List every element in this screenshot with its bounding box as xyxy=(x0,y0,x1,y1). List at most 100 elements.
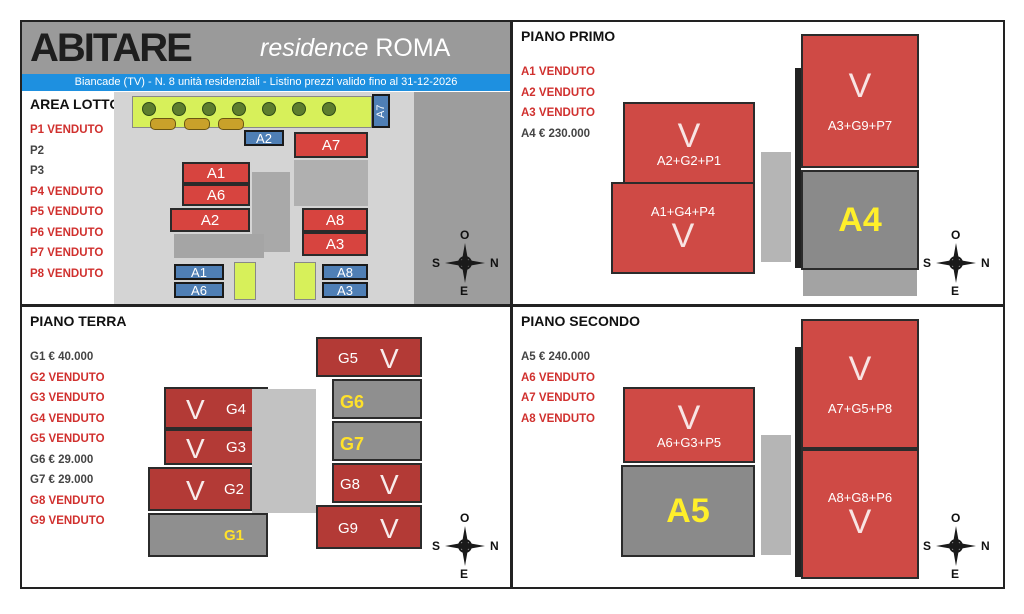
tree-icon xyxy=(202,102,216,116)
unit-a4: A4 xyxy=(801,170,919,270)
garage-label: G9 xyxy=(338,520,359,537)
sold-mark: V xyxy=(380,469,399,500)
tree-icon xyxy=(142,102,156,116)
tree-icon xyxy=(262,102,276,116)
piano-primo-list: A1 VENDUTO A2 VENDUTO A3 VENDUTO A4 € 230.0… xyxy=(521,62,595,144)
sold-mark: V xyxy=(380,343,399,374)
garage-status-item: G5 VENDUTO xyxy=(30,433,105,445)
lawn-patch xyxy=(234,262,256,300)
compass-n: N xyxy=(490,539,499,553)
abitare-logo: ABITARE xyxy=(30,26,193,70)
wall xyxy=(795,68,801,268)
garage-status-item: G3 VENDUTO xyxy=(30,392,105,404)
apartment-status-item: A6 VENDUTO xyxy=(521,371,595,384)
apartment-status-item: A2 VENDUTO xyxy=(521,86,595,99)
sold-mark: V xyxy=(677,398,701,437)
car-icon xyxy=(150,118,176,130)
parking-status-item: P6 VENDUTO xyxy=(30,226,104,239)
compass: O S N E xyxy=(921,511,991,581)
garage-status-item: G1 € 40.000 xyxy=(30,351,94,363)
garage-status-item: G2 VENDUTO xyxy=(30,371,105,384)
parking-status-item: P2 xyxy=(30,144,45,157)
compass-e: E xyxy=(951,567,960,581)
piano-terra-panel: PIANO TERRA G1 € 40.000 G2 VENDUTO G3 VEND… xyxy=(20,305,512,589)
compass: O S N E xyxy=(430,511,500,581)
unit-a6: A6 xyxy=(182,184,250,206)
unit-a1: A1 xyxy=(182,162,250,184)
parking-status-item: P8 VENDUTO xyxy=(30,267,104,280)
compass-s: S xyxy=(432,539,441,553)
compass: O S N E xyxy=(921,228,991,298)
apartment-status-item: A1 VENDUTO xyxy=(521,66,595,78)
car-icon xyxy=(184,118,210,130)
unit-a7: A7 xyxy=(294,132,368,158)
stairwell xyxy=(761,435,791,555)
garage-g7: G7 xyxy=(332,421,422,461)
stair-core xyxy=(252,389,316,513)
parking-status-item: P3 xyxy=(30,165,45,177)
apartment-status-item: A5 € 240.000 xyxy=(521,351,591,363)
compass-rose-icon xyxy=(445,243,485,283)
tree-icon xyxy=(292,102,306,116)
sold-mark: V xyxy=(848,67,872,105)
compass-e: E xyxy=(460,284,469,298)
lawn-patch xyxy=(294,262,316,300)
subtitle-band: Biancade (TV) - N. 8 unità residenziali … xyxy=(22,74,510,91)
piano-terra-title: PIANO TERRA xyxy=(30,313,127,329)
garage-g3: V G3 xyxy=(164,429,268,465)
compass-s: S xyxy=(923,256,932,270)
garage-label: G3 xyxy=(226,439,247,456)
parking-status-item: P7 VENDUTO xyxy=(30,247,104,259)
header-band: ABITARE residence ROMA xyxy=(22,22,510,74)
unit-a3: A3 xyxy=(302,232,368,256)
compass-n: N xyxy=(981,539,990,553)
sold-mark: V xyxy=(186,433,205,464)
garage-status-item: G8 VENDUTO xyxy=(30,494,105,507)
garage-strip xyxy=(294,160,368,206)
garage-label: G1 xyxy=(224,527,245,544)
compass: O S N E xyxy=(430,228,500,298)
piano-secondo-title: PIANO SECONDO xyxy=(521,313,641,329)
garage-g1: G1 xyxy=(148,513,268,557)
parking-status-item: P5 VENDUTO xyxy=(30,206,104,218)
garage-status-item: G6 € 29.000 xyxy=(30,453,94,466)
wall xyxy=(795,347,801,577)
compass-o: O xyxy=(951,511,961,525)
apartment-status-item: A4 € 230.000 xyxy=(521,127,591,140)
compass-n: N xyxy=(490,256,499,270)
parking-a7: A7 xyxy=(372,94,390,128)
parking-a1: A1 xyxy=(174,264,224,280)
city-name: ROMA xyxy=(375,34,451,62)
sold-mark: V xyxy=(186,475,205,506)
compass-o: O xyxy=(951,228,961,242)
garage-g2: V G2 xyxy=(148,467,252,511)
garage-status-item: G7 € 29.000 xyxy=(30,474,94,486)
compass-rose-icon xyxy=(445,526,485,566)
residence-word: residence xyxy=(260,34,369,62)
unit-a8: A8 xyxy=(302,208,368,232)
sold-mark: V xyxy=(848,502,872,541)
garage-status-item: G9 VENDUTO xyxy=(30,515,105,527)
unit-label: A8+G8+P6 xyxy=(827,489,893,505)
unit-label: A6+G3+P5 xyxy=(656,434,722,450)
garage-label: G2 xyxy=(224,481,245,498)
unit-label: A3+G9+P7 xyxy=(827,118,893,133)
apartment-status-item: A3 VENDUTO xyxy=(521,107,595,119)
compass-o: O xyxy=(460,228,470,242)
sold-mark: V xyxy=(677,116,701,155)
tree-icon xyxy=(322,102,336,116)
garage-label: G4 xyxy=(226,401,247,418)
unit-a3-g9-p7: V A3+G9+P7 xyxy=(801,34,919,168)
car-icon xyxy=(218,118,244,130)
residence-title: residence ROMA xyxy=(260,34,450,63)
terrace xyxy=(803,270,917,296)
